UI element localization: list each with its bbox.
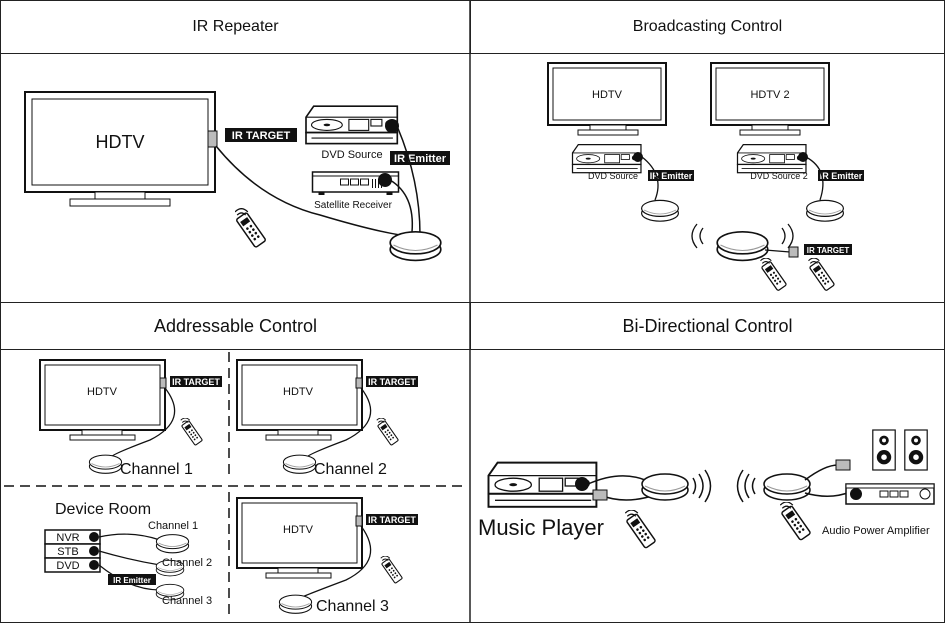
satellite-receiver-label: Satellite Receiver: [314, 200, 392, 211]
svg-text:IR TARGET: IR TARGET: [172, 377, 220, 387]
svg-text:IR TARGET: IR TARGET: [368, 377, 416, 387]
broadcasting-title: Broadcasting Control: [632, 18, 783, 35]
svg-text:IR TARGET: IR TARGET: [807, 246, 850, 255]
ir-emitter-tag: IR Emitter: [390, 151, 450, 165]
ir-target-sensor: [207, 130, 218, 148]
remote-control-icon: [180, 418, 204, 446]
room-channel-1-puck: [155, 534, 190, 554]
remote-control-icon-1: [760, 258, 788, 292]
remote-control-icon: [380, 556, 404, 584]
channel-3-puck: [278, 594, 313, 614]
ir-target-tag-1: IR TARGET: [170, 376, 222, 387]
ir-target-tag: IR TARGET: [225, 128, 297, 142]
device-stb: STB: [57, 546, 78, 558]
ir-repeater-title: IR Repeater: [192, 18, 279, 35]
remote-control-icon-2: [780, 502, 812, 542]
device-nvr: NVR: [56, 532, 79, 544]
svg-text:IR Emitter: IR Emitter: [394, 153, 447, 165]
bidirectional-title: Bi-Directional Control: [622, 315, 793, 336]
panel-title-bidirectional: Bi-Directional Control: [471, 302, 944, 350]
ir-waves-in: [736, 469, 756, 503]
audio-amplifier-device: [845, 483, 935, 505]
ir-waves-right: [781, 223, 794, 249]
svg-text:IR Emitter: IR Emitter: [113, 576, 151, 585]
dvd-source-2-label: DVD Source 2: [750, 171, 808, 181]
ir-emitter-tag-2: IR Emitter: [818, 170, 864, 181]
svg-text:HDTV 2: HDTV 2: [750, 89, 789, 101]
svg-text:IR TARGET: IR TARGET: [232, 130, 291, 142]
device-room-label: Device Room: [55, 501, 151, 518]
channel-1-label: Channel 1: [120, 461, 193, 478]
channel-2-label: Channel 2: [314, 461, 387, 478]
ir-target-sensor-2: [835, 459, 851, 471]
hdtv-1-label: HDTV: [87, 386, 118, 398]
hdtv-label: HDTV: [96, 132, 145, 152]
svg-text:IR Emitter: IR Emitter: [650, 171, 693, 181]
room-channel-2-label: Channel 2: [162, 557, 212, 569]
remote-control-icon: [376, 418, 400, 446]
ir-repeater-diagram: HDTV IR TARGET DVD Source IR Emitter Sat…: [24, 91, 450, 262]
room-channel-3-label: Channel 3: [162, 595, 212, 607]
remote-control-icon-2: [808, 258, 836, 292]
ir-waves-left: [691, 223, 704, 249]
hdtv-2-label: HDTV: [283, 386, 314, 398]
ir-repeater-hub: [389, 230, 442, 262]
ir-target-sensor: [788, 246, 799, 258]
hdtv-3-label: HDTV: [283, 524, 314, 536]
remote-control-icon-1: [625, 510, 657, 550]
left-speaker-icon: [872, 429, 896, 471]
dvd-player-1: [571, 144, 642, 174]
channel-2-puck: [282, 454, 317, 474]
dvd-source-label: DVD Source: [321, 149, 382, 161]
ir-target-tag-2: IR TARGET: [366, 376, 418, 387]
addressable-title: Addressable Control: [153, 315, 318, 336]
panel-title-broadcasting: Broadcasting Control: [471, 1, 944, 54]
ir-target-tag-3: IR TARGET: [366, 514, 418, 525]
audio-amplifier-label: Audio Power Amplifier: [822, 525, 930, 537]
addressable-diagram: HDTV IR TARGET Channel 1 HDTV IR TARGET …: [4, 352, 465, 620]
ir-emitter-tag-1: IR Emitter: [648, 170, 694, 181]
broadcast-hub: [716, 230, 769, 262]
amplifier-hub: [763, 473, 811, 501]
music-player-hub: [641, 473, 689, 501]
ir-emitter-tag: IR Emitter: [108, 574, 156, 585]
emitter-puck-1: [640, 199, 680, 222]
emitter-head-1: [385, 119, 399, 133]
music-player-label: Music Player: [478, 515, 604, 540]
room-channel-1-label: Channel 1: [148, 520, 198, 532]
emitter-head-2: [378, 173, 392, 187]
svg-text:IR TARGET: IR TARGET: [368, 515, 416, 525]
device-dvd: DVD: [56, 560, 79, 572]
hdtv-broadcast-1: HDTV: [547, 62, 667, 136]
channel-3-label: Channel 3: [316, 598, 389, 615]
ir-target-tag: IR TARGET: [804, 244, 852, 255]
ir-waves-out: [692, 469, 712, 503]
hdtv-1: HDTV: [24, 91, 216, 207]
broadcasting-diagram: HDTV HDTV 2 DVD Source DVD Source 2 IR E…: [547, 62, 864, 292]
hdtv-broadcast-2: HDTV 2: [710, 62, 830, 136]
svg-text:IR Emitter: IR Emitter: [820, 171, 863, 181]
dvd-source-label: DVD Source: [588, 171, 638, 181]
emitter-puck-2: [805, 199, 845, 222]
dvd-player-2: [736, 144, 807, 174]
right-speaker-icon: [904, 429, 928, 471]
device-stack: NVR STB DVD: [44, 529, 101, 573]
channel-1-puck: [88, 454, 123, 474]
svg-text:HDTV: HDTV: [592, 89, 623, 101]
bidirectional-diagram: Music Player Audio Power Amplifier: [478, 429, 935, 550]
ir-target-sensor: [592, 489, 608, 501]
remote-control-icon: [235, 208, 267, 249]
dvd-player: [305, 105, 399, 145]
